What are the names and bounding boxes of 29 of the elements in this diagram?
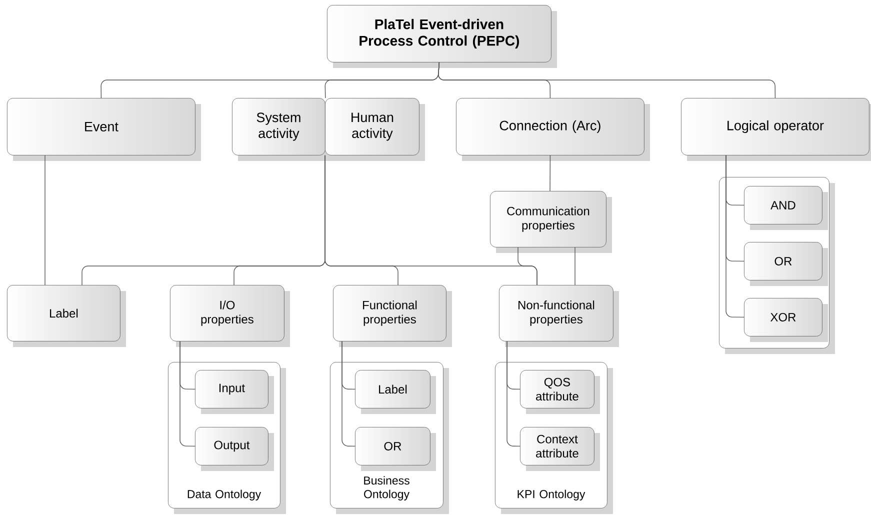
title-box: PlaTel Event-driven Process Control (PEPC): [327, 5, 557, 68]
process-box: System activity: [232, 98, 331, 161]
connector: [44, 155, 46, 286]
process-box: Connection (Arc): [456, 98, 650, 161]
item-box: OR: [744, 242, 828, 286]
connector: [438, 62, 776, 98]
connector: [506, 341, 520, 447]
process-box: Label: [7, 285, 126, 347]
process-box: I/O properties: [170, 285, 290, 347]
item-box: Input: [195, 370, 274, 414]
process-box: Event: [7, 98, 201, 161]
item-box: Output: [195, 427, 274, 471]
process-box: Functional properties: [333, 285, 452, 347]
connector: [518, 247, 538, 286]
connector: [726, 155, 744, 318]
item-box: AND: [744, 186, 828, 230]
item-box: QOS attribute: [520, 370, 600, 414]
item-box: XOR: [744, 298, 828, 342]
connector: [342, 341, 356, 447]
process-box: Non-functional properties: [499, 285, 619, 347]
item-box: Context attribute: [520, 427, 600, 471]
connector: [550, 155, 551, 192]
connector: [180, 341, 196, 447]
process-box: Logical operator: [681, 98, 871, 161]
process-box: Communication properties: [490, 191, 612, 253]
item-box: Label: [355, 370, 436, 414]
process-box: Human activity: [325, 98, 425, 161]
connector: [574, 247, 576, 286]
item-box: OR: [355, 427, 436, 471]
